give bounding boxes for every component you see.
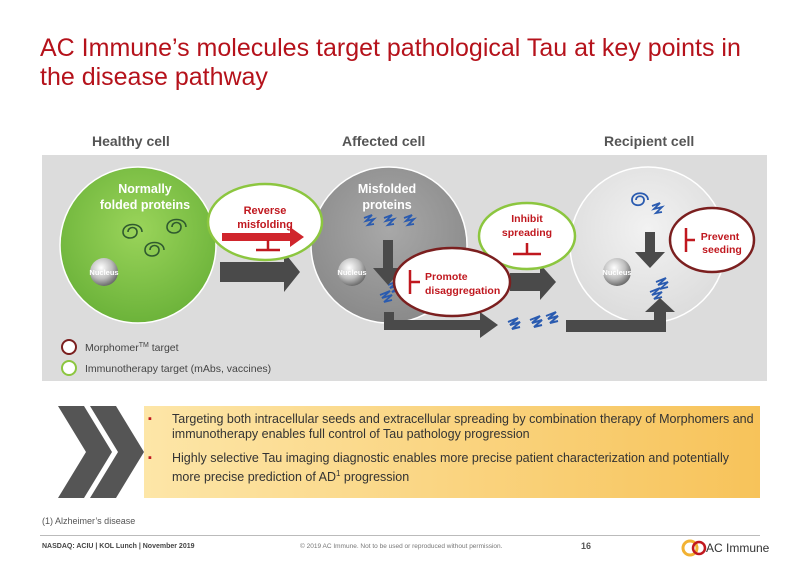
legend-immuno-swatch [61,360,77,376]
column-header-healthy: Healthy cell [92,133,170,149]
footer-copyright: © 2019 AC Immune. Not to be used or repr… [300,543,503,550]
healthy-cell-label-1: Normally [118,182,172,196]
extracellular-protein-icons [507,311,559,330]
nucleus-healthy [90,258,118,286]
bullet-text-end: progression [340,470,410,485]
inhibitor-icon [408,270,420,294]
inhibit-label-1: Inhibit [511,213,543,225]
slide-title: AC Immune’s molecules target pathologica… [40,34,741,91]
inhibitor-icon [256,240,280,252]
legend-morphomer-swatch [61,339,77,355]
tau-pathway-diagram: Normally folded proteins Nucleus Misfold… [42,155,767,381]
promote-disaggregation-target [392,246,512,318]
nucleus-label-affected: Nucleus [337,268,366,277]
arrow-into-recipient [566,298,675,332]
reverse-label-2: misfolding [237,219,293,231]
nucleus-label-recipient: Nucleus [602,268,631,277]
folded-protein-icons [122,218,187,257]
prevent-seeding-target [668,206,756,274]
inhibit-label-2: spreading [502,227,552,239]
nucleus-label-healthy: Nucleus [89,268,118,277]
arrow-affected-to-recipient [510,264,556,300]
reverse-label-1: Reverse [244,205,287,217]
inhibit-spreading-target [477,201,577,271]
bullet-list: ▪ Targeting both intracellular seeds and… [148,412,758,494]
bullet-item: ▪ Highly selective Tau imaging diagnosti… [148,451,758,485]
arrow-healthy-to-affected [220,252,300,292]
legend-immuno-label: Immunotherapy target (mAbs, vaccines) [85,363,271,375]
logo-text: AC Immune [706,541,770,555]
bullet-item: ▪ Targeting both intracellular seeds and… [148,412,758,442]
bullet-text: Highly selective Tau imaging diagnostic … [172,451,730,485]
bullet-marker: ▪ [148,452,152,464]
flow-arrows [220,232,675,338]
legend-morphomer-label: MorphomerTM target [85,342,179,354]
arrow-down-recipient [635,232,665,268]
bullet-marker: ▪ [148,413,152,425]
healthy-cell-label-2: folded proteins [100,198,190,212]
bullet-footnote-ref: 1 [335,469,341,478]
promote-label-2: disaggregation [425,285,500,297]
affected-cell-label-1: Misfolded [358,182,416,196]
inhibitor-icon [513,243,541,256]
footnote: (1) Alzheimer’s disease [42,516,136,526]
inhibitor-icon [684,228,695,252]
prevent-label-2: seeding [702,244,742,256]
key-message-box [140,406,760,498]
red-arrow-icon [222,227,304,247]
footer-left: NASDAQ: ACIU | KOL Lunch | November 2019 [42,543,195,550]
prevent-label-1: Prevent [701,231,740,243]
page-number: 16 [581,541,592,551]
recipient-protein-icons [631,192,669,300]
footer-divider [40,535,760,536]
ac-immune-logo-icon [681,539,707,557]
bullet-text: Targeting both intracellular seeds and e… [172,412,754,441]
chevron-area [44,406,144,498]
affected-cell-label-2: proteins [362,198,411,212]
column-header-affected: Affected cell [342,133,426,149]
double-chevron-icon [58,406,144,498]
arrow-out-affected [384,312,498,338]
promote-label-1: Promote [425,271,468,283]
column-header-recipient: Recipient cell [604,133,695,149]
nucleus-affected [338,258,366,286]
nucleus-recipient [603,258,631,286]
